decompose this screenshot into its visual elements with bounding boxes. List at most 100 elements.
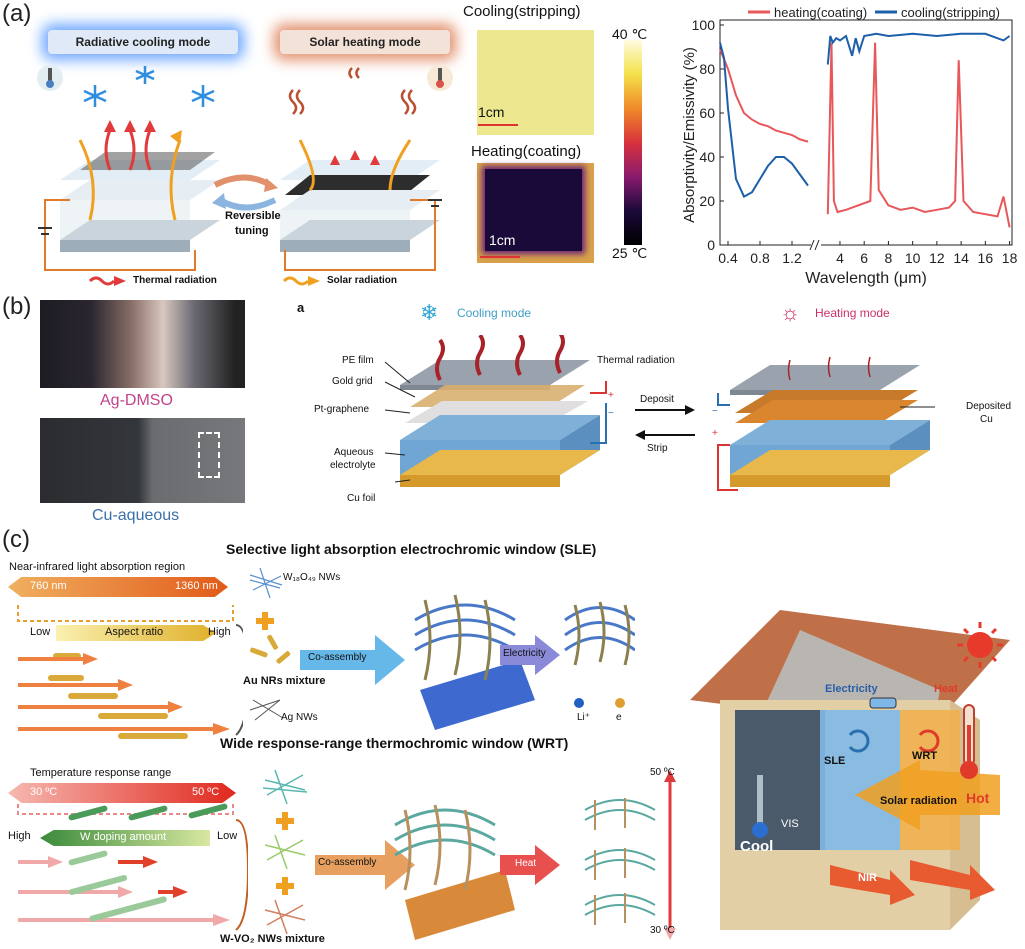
doping-label: W doping amount [80, 831, 167, 843]
x-tick-label: 16 [978, 250, 994, 266]
plus-left: + [608, 390, 614, 401]
x-tick-label: 0.8 [750, 250, 770, 266]
co-assembly-wrt-label: Co-assembly [318, 857, 377, 868]
heating-scale-label: 1cm [489, 232, 516, 248]
vis-label: VIS [781, 818, 799, 830]
sun-mode-icon: ☼ [780, 300, 801, 325]
cu-label: Cu [980, 414, 993, 425]
x-tick-label: 1.2 [782, 250, 802, 266]
au-nrs-icon [250, 634, 291, 664]
y-tick-label: 100 [692, 17, 716, 33]
high2-label: High [8, 830, 31, 842]
top50-label: 50 ºC [650, 767, 675, 778]
sle-title: Selective light absorption electrochromi… [226, 541, 597, 557]
solar-rad-label: Solar radiation [880, 795, 958, 807]
solar-radiation-arrow-icon [282, 276, 320, 286]
low2-label: Low [217, 830, 238, 842]
refresh-icon [848, 729, 870, 753]
series-line-right-0 [826, 42, 1011, 228]
heating-mode-label: Heating mode [815, 306, 890, 320]
nir-region-label: Near-infrared light absorption region [9, 561, 186, 573]
t30-label: 30 ºC [30, 786, 58, 798]
series-line-left-1 [719, 42, 809, 198]
nm760-label: 760 nm [30, 580, 67, 592]
cooling-mode-label: Cooling mode [457, 306, 532, 320]
legend-label-1: cooling(stripping) [901, 5, 1000, 20]
plus-right: + [712, 428, 718, 439]
temp-range-label: Temperature response range [30, 767, 172, 779]
panel-c-label: (c) [2, 526, 30, 553]
w18o49-nws-icon [249, 567, 283, 599]
co-assembly-sle-label: Co-assembly [308, 652, 367, 663]
cooling-image-title: Cooling(stripping) [463, 3, 581, 20]
electricity-arrow-label: Electricity [503, 648, 546, 659]
colorbar-min-label: 25 ℃ [612, 245, 648, 261]
panel-b-label: (b) [2, 293, 32, 320]
aspect-label: Aspect ratio [105, 626, 164, 638]
w18o49-label: W₁₈O₄₉ NWs [283, 572, 341, 583]
sle-house-label: SLE [824, 755, 846, 767]
axis-break-mark [809, 239, 820, 251]
cool-label: Cool [740, 838, 774, 855]
wrt-house-label: WRT [912, 750, 938, 762]
sun-icon [957, 622, 1003, 668]
x-tick-label: 0.4 [718, 250, 738, 266]
sle-materials-illustration [249, 567, 635, 730]
aqueous-label: Aqueous [334, 447, 374, 458]
panel-a-label: (a) [2, 0, 32, 27]
reversible-label: Reversible [225, 210, 281, 222]
panel-b-device-illustration [384, 335, 935, 491]
gold-grid-label: Gold grid [332, 376, 373, 387]
ag-nws-label: Ag NWs [281, 712, 318, 723]
ag-dmso-label: Ag-DMSO [100, 392, 173, 409]
heating-thermal-image [477, 163, 594, 263]
refresh-icon-hot [918, 729, 940, 753]
house-electricity-label: Electricity [825, 683, 878, 695]
nir-label: NIR [858, 872, 877, 884]
x-axis-label: Wavelength (μm) [805, 270, 927, 287]
panel-a-device-illustration [37, 65, 453, 271]
y-tick-label: 0 [707, 237, 715, 253]
high-label: High [208, 626, 231, 638]
wvo2-label: W-VO₂ NWs mixture [220, 933, 325, 945]
hot-label: Hot [966, 790, 990, 806]
battery-icon [869, 697, 897, 709]
minus-right: − [712, 406, 718, 417]
series-line-right-1 [826, 32, 1011, 65]
smart-window-house-illustration [690, 610, 1010, 930]
tuning-label: tuning [235, 225, 269, 237]
cooling-scale-bar [478, 124, 518, 126]
y-axis-label: Absorptivity/Emissivity (%) [681, 47, 698, 223]
ag-nws-icon [249, 699, 284, 721]
snowflake-icon [83, 66, 215, 107]
house-heat-label: Heat [934, 683, 958, 695]
legend-label-0: heating(coating) [774, 5, 867, 20]
pe-film-label: PE film [342, 355, 374, 366]
solar-heating-banner: Solar heating mode [280, 30, 450, 54]
deposit-label: Deposit [640, 394, 674, 405]
colorbar-max-label: 40 ℃ [612, 26, 648, 42]
radiative-cooling-banner: Radiative cooling mode [48, 30, 238, 54]
ag-dmso-photo [40, 300, 245, 388]
series-line-left-0 [719, 48, 809, 143]
minus-left: − [608, 408, 614, 419]
wrt-materials-illustration [262, 769, 676, 940]
strip-label: Strip [647, 443, 668, 454]
y-tick-label: 20 [699, 193, 715, 209]
y-tick-label: 80 [699, 61, 715, 77]
cooling-thermal-image [477, 30, 594, 135]
wavelength-arrow [8, 577, 228, 597]
e-label: e [616, 712, 622, 723]
doping-arrow [40, 830, 210, 846]
li-label: Li⁺ [577, 712, 591, 723]
heating-scale-bar [480, 256, 520, 258]
heating-image-title: Heating(coating) [471, 143, 582, 160]
thermal-radiation-arrow-icon [88, 276, 126, 286]
vo2-rods-illustration [17, 803, 248, 931]
plot-frame [719, 19, 1013, 246]
cu-foil-label: Cu foil [347, 493, 376, 504]
electrolyte-label: electrolyte [330, 460, 376, 471]
au-mix-label: Au NRs mixture [243, 675, 326, 687]
y-tick-label: 40 [699, 149, 715, 165]
sub-figure-a-label: a [297, 300, 305, 315]
